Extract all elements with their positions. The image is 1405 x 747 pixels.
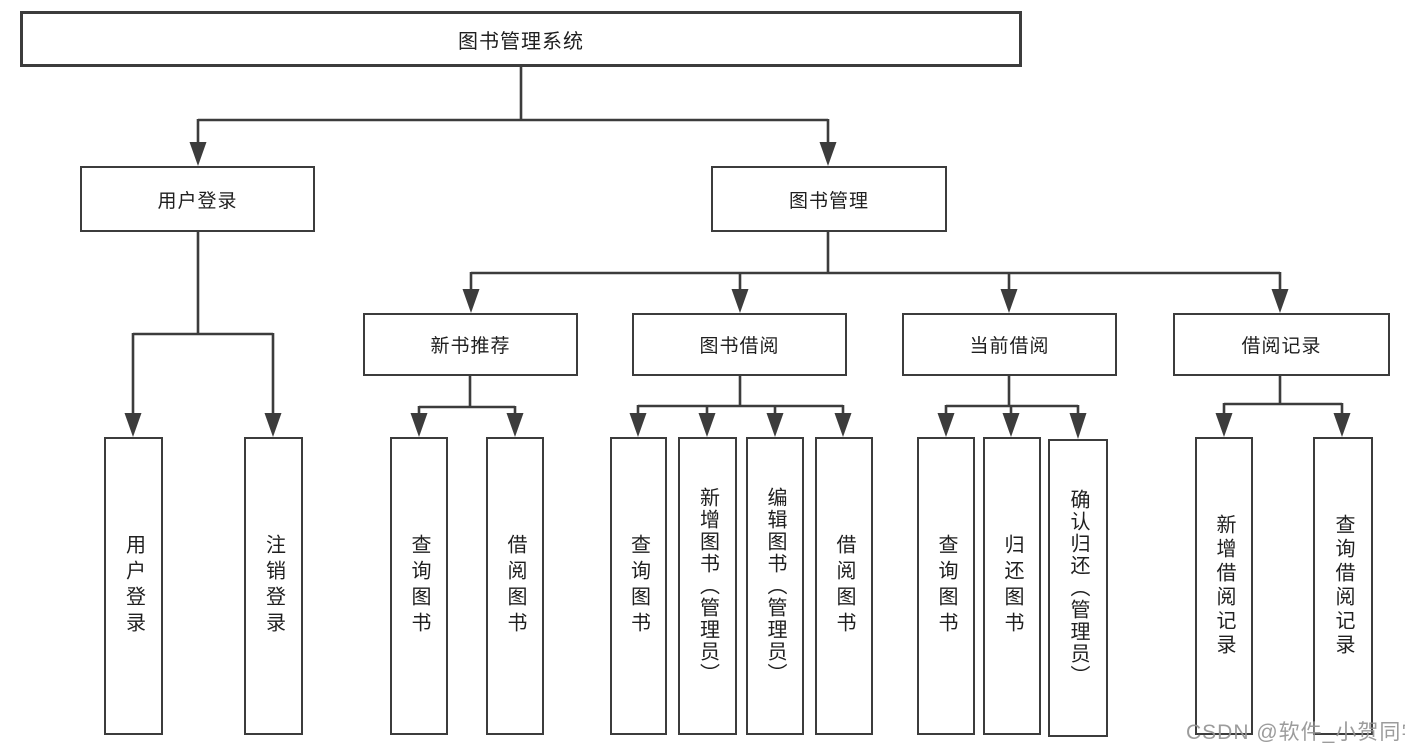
leaf-add-books-admin: 新增图书（管理员） (678, 437, 737, 735)
arrow-down-icon (506, 413, 524, 437)
node-label: 借阅图书 (504, 534, 526, 638)
arrow-down-icon (1271, 289, 1289, 313)
node-label: 查询图书 (408, 534, 430, 638)
leaf-query-books-current: 查询图书 (917, 437, 975, 735)
node-label: 新增图书（管理员） (696, 487, 719, 685)
node-label: 归还图书 (1001, 534, 1023, 638)
node-label: 图书借阅 (699, 336, 780, 357)
arrow-down-icon (462, 289, 480, 313)
node-label: 借阅图书 (833, 534, 855, 638)
arrow-down-icon (766, 413, 784, 437)
node-user-login: 用户登录 (80, 166, 315, 232)
leaf-return-books: 归还图书 (983, 437, 1041, 735)
leaf-borrow-books-recommend: 借阅图书 (486, 437, 544, 735)
node-library-management-system: 图书管理系统 (20, 11, 1022, 67)
leaf-add-borrow-record: 新增借阅记录 (1195, 437, 1253, 735)
arrow-down-icon (410, 413, 428, 437)
node-book-management: 图书管理 (711, 166, 947, 232)
node-label: 编辑图书（管理员） (764, 487, 786, 685)
leaf-query-books-borrowing: 查询图书 (610, 437, 667, 735)
node-current-borrowing: 当前借阅 (902, 313, 1117, 376)
connector-paths (131, 67, 1344, 416)
node-label: 查询图书 (935, 534, 957, 638)
node-book-borrowing: 图书借阅 (632, 313, 847, 376)
arrow-down-icon (819, 142, 837, 166)
leaf-query-borrow-record: 查询借阅记录 (1313, 437, 1373, 735)
leaf-confirm-return-admin: 确认归还（管理员） (1048, 439, 1108, 737)
node-label: 用户登录 (122, 534, 145, 638)
node-borrowing-records: 借阅记录 (1173, 313, 1390, 376)
arrow-down-icon (264, 413, 282, 437)
leaf-user-login: 用户登录 (104, 437, 163, 735)
node-label: 新书推荐 (430, 336, 511, 357)
node-label: 新增借阅记录 (1213, 514, 1235, 658)
arrow-down-icon (189, 142, 207, 166)
leaf-query-books-recommend: 查询图书 (390, 437, 448, 735)
node-label: 当前借阅 (969, 336, 1050, 357)
leaf-edit-books-admin: 编辑图书（管理员） (746, 437, 804, 735)
arrow-down-icon (1069, 413, 1087, 439)
arrowheads (124, 142, 1351, 439)
leaf-logout: 注销登录 (244, 437, 303, 735)
node-label: 确认归还（管理员） (1067, 489, 1089, 687)
arrow-down-icon (834, 413, 852, 437)
node-label: 查询借阅记录 (1332, 514, 1354, 658)
node-new-book-recommendation: 新书推荐 (363, 313, 578, 376)
arrow-down-icon (1002, 413, 1020, 437)
arrow-down-icon (629, 413, 647, 437)
node-label: 用户登录 (157, 190, 238, 212)
node-label: 图书管理 (788, 190, 869, 212)
node-label: 查询图书 (627, 534, 650, 638)
node-label: 借阅记录 (1241, 336, 1322, 357)
arrow-down-icon (1215, 413, 1233, 437)
arrow-down-icon (937, 413, 955, 437)
arrow-down-icon (698, 413, 716, 437)
leaf-borrow-books-borrowing: 借阅图书 (815, 437, 873, 735)
arrow-down-icon (1333, 413, 1351, 437)
arrow-down-icon (1000, 289, 1018, 313)
csdn-watermark: CSDN @软件_小贺同学 (1186, 721, 1405, 744)
arrow-down-icon (731, 289, 749, 313)
arrow-down-icon (124, 413, 142, 437)
node-label: 注销登录 (262, 534, 285, 638)
node-label: 图书管理系统 (458, 30, 584, 53)
